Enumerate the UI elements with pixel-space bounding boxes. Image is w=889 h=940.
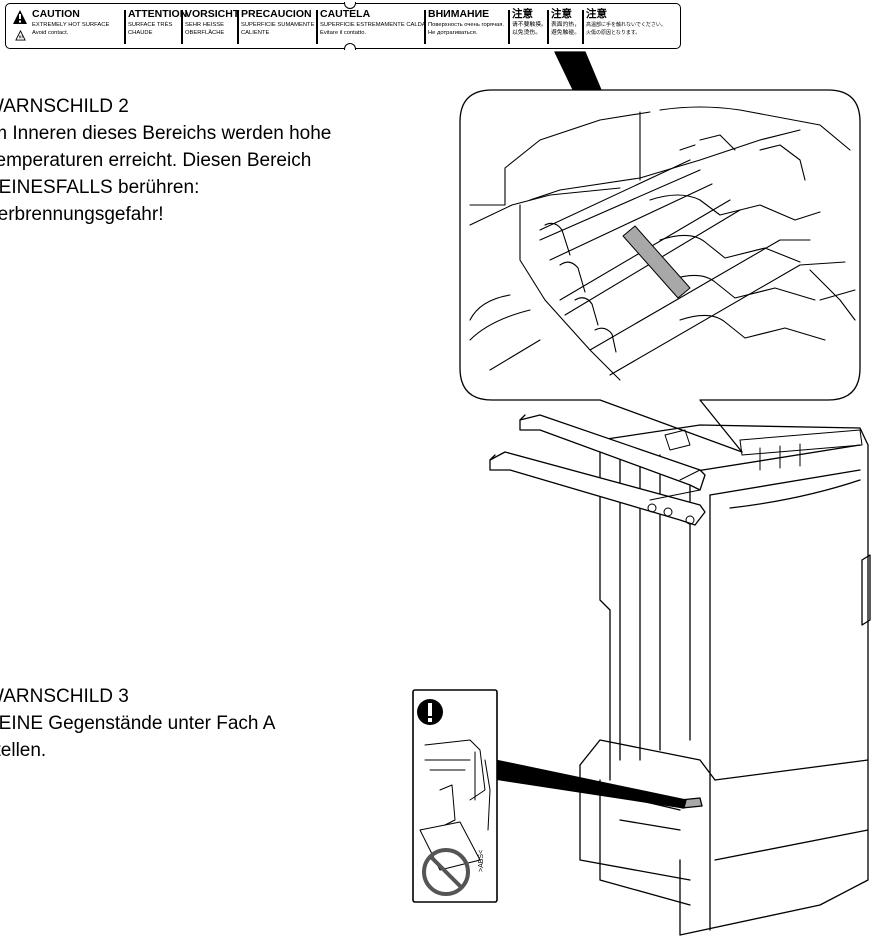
label-divider [424,10,426,44]
warning-2-line: Temperaturen erreicht. Diesen Bereich [0,150,312,171]
label-section-de: VORSICHT SEHR HEISSE OBERFLÄCHE [185,9,239,37]
label-line: OBERFLÄCHE [185,30,225,37]
label-heading: 注意 [512,8,533,20]
label-line: SURFACE TRÈS [128,21,173,28]
label-line: 避免触碰。 [551,30,580,37]
hot-area-highlight [622,225,691,299]
label-line: Поверхность очень горячая. [428,21,504,28]
label-line: CHAUDE [128,30,153,37]
label-divider [508,10,510,44]
label-line: SUPERFICIE SUMAMENTE [241,21,315,28]
label-heading: CAUTELA [320,8,371,20]
caution-label: CAUTION EXTREMELY HOT SURFACE Avoid cont… [5,2,681,50]
zoom-interior [469,106,856,381]
label-line: 高温部に手を触れないでください。 [586,21,666,28]
label-section-ru: ВНИМАНИЕ Поверхность очень горячая. Не д… [428,9,504,37]
label-section-zh-tw: 注意 请不要触摸。 以免烫伤。 [512,9,547,37]
label-section-ja: 注意 高温部に手を触れないでください。 火傷の原因となります。 [586,9,666,36]
output-trays [489,414,706,526]
label-line: 以免烫伤。 [512,30,541,37]
label-divider [181,10,183,44]
label-divider [547,10,549,44]
label-line: SEHR HEISSE [185,21,224,28]
warning-card-code: >ABS< [478,849,485,872]
label-heading: 注意 [551,8,572,20]
top-rollers [647,429,863,525]
label-heading: ATTENTION [128,8,188,20]
label-section-es: PRECAUCION SUPERFICIE SUMAMENTE CALIENTE [241,9,314,37]
label-line: SUPERFICIE ESTREMAMENTE CALDA [320,21,426,28]
label-line: Evitare il contatto. [320,30,367,37]
warning-3-line: stellen. [0,740,47,761]
warning-3-line: KEINE Gegenstände unter Fach A [0,713,276,734]
warning-2-title: WARNSCHILD 2 [0,96,129,117]
warning-triangle-icon [13,10,27,24]
warning-3-text: WARNSCHILD 3 KEINE Gegenstände unter Fac… [0,683,275,764]
label-section-it: CAUTELA SUPERFICIE ESTREMAMENTE CALDA Ev… [320,9,426,37]
label-line: 请不要触摸。 [512,21,547,28]
label-line: 火傷の原因となります。 [586,29,641,36]
label-heading: ВНИМАНИЕ [428,8,490,20]
label-heading: PRECAUCION [241,8,312,20]
label-heading: CAUTION [32,8,80,20]
label-section-fr: ATTENTION SURFACE TRÈS CHAUDE [128,9,187,37]
label-divider [124,10,126,44]
warning-2-line: Im Inneren dieses Bereichs werden hohe [0,123,332,144]
warning-2-line: Verbrennungsgefahr! [0,204,164,225]
label-heading: VORSICHT [185,8,240,20]
label-line: Avoid contact. [32,30,69,37]
label-line: EXTREMELY HOT SURFACE [32,21,110,28]
warning-3-title: WARNSCHILD 3 [0,686,129,707]
label-section-zh-cn: 注意 表面灼热， 避免触碰。 [551,9,580,37]
label-line: 表面灼热， [551,21,580,28]
label-notch-bottom [344,43,356,50]
warning-2-line: KEINESFALLS berühren: [0,177,200,198]
base-pointer [487,759,687,809]
warning-card [412,689,498,903]
label-line: Не дотрагиваться. [428,30,478,37]
label-divider [582,10,584,44]
label-section-en: CAUTION EXTREMELY HOT SURFACE Avoid cont… [32,9,109,37]
exclamation-icon [417,699,443,725]
label-line: CALIENTE [241,30,270,37]
warning-2-text: WARNSCHILD 2 Im Inneren dieses Bereichs … [0,93,331,228]
label-divider [316,10,318,44]
label-heading: 注意 [586,8,607,20]
hot-surface-icon [15,30,26,41]
prohibition-icon [422,848,470,896]
label-divider [237,10,239,44]
